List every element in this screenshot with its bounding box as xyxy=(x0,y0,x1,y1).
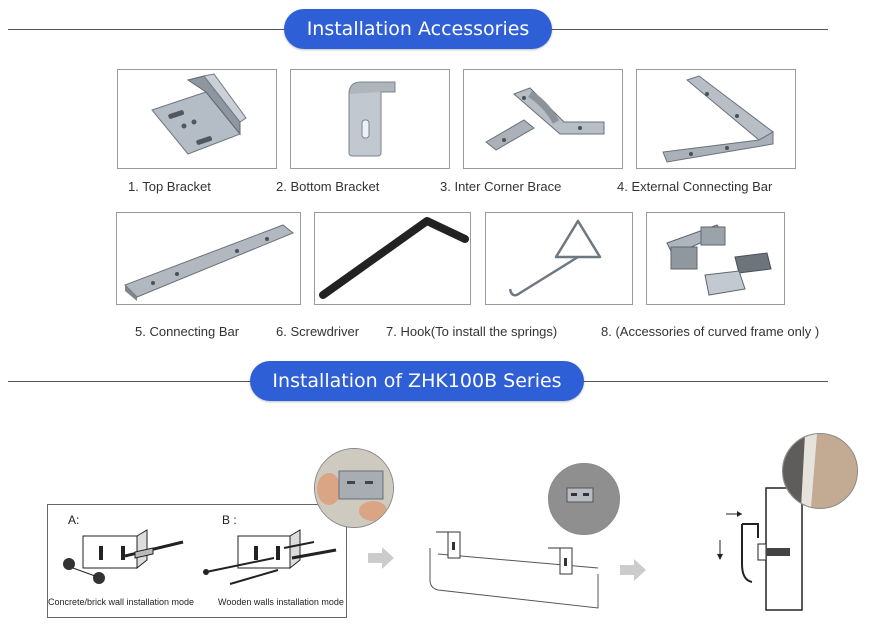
accessory-caption: 1. Top Bracket xyxy=(128,179,211,194)
wall-brackets-diagram xyxy=(429,531,599,609)
mode-a-label: A: xyxy=(68,513,80,527)
accessory-image-bottom-bracket xyxy=(290,69,450,169)
screwdriver-icon xyxy=(319,217,469,299)
inter-corner-brace-icon xyxy=(485,87,605,151)
accessory-caption: 6. Screwdriver xyxy=(276,324,360,339)
accessory-image-external-connecting-bar xyxy=(636,69,796,169)
hook-icon xyxy=(508,219,602,297)
arrow-right-icon xyxy=(620,559,646,581)
accessory-image-curved-frame-accessories xyxy=(646,212,785,305)
frame-cross-section-diagram xyxy=(717,487,803,611)
section-title-installation: Installation of ZHK100B Series xyxy=(250,361,584,401)
bracket-closeup-photo xyxy=(314,448,394,528)
mode-a-caption: Concrete/brick wall installation mode xyxy=(48,597,195,607)
bottom-bracket-icon xyxy=(348,81,396,157)
accessory-image-connecting-bar xyxy=(116,212,301,305)
top-bracket-icon xyxy=(151,73,247,155)
arrow-right-icon xyxy=(368,547,394,569)
accessory-image-hook xyxy=(485,212,633,305)
concrete-wall-mount-icon xyxy=(63,529,184,584)
mounting-modes-panel xyxy=(47,504,347,618)
accessory-image-screwdriver xyxy=(314,212,471,305)
mode-b-label: B : xyxy=(222,513,237,527)
curved-frame-accessories-icon xyxy=(666,224,772,296)
frame-edge-closeup-photo xyxy=(782,433,858,509)
accessory-image-inter-corner-brace xyxy=(463,69,623,169)
accessory-caption: 4. External Connecting Bar xyxy=(617,179,773,194)
accessory-caption: 2. Bottom Bracket xyxy=(276,179,380,194)
accessory-caption: 7. Hook(To install the springs) xyxy=(386,324,558,339)
accessory-caption: 3. Inter Corner Brace xyxy=(440,179,562,194)
accessory-image-top-bracket xyxy=(117,69,277,169)
wooden-wall-mount-icon xyxy=(203,529,337,585)
mode-b-caption: Wooden walls installation mode xyxy=(218,597,344,607)
connecting-bar-icon xyxy=(124,224,294,301)
accessory-caption: 8. (Accessories of curved frame only ) xyxy=(601,324,820,339)
external-connecting-bar-icon xyxy=(662,75,774,163)
wall-bracket-closeup-photo xyxy=(548,463,620,535)
accessory-caption: 5. Connecting Bar xyxy=(135,324,240,339)
section-title-accessories: Installation Accessories xyxy=(284,9,552,49)
